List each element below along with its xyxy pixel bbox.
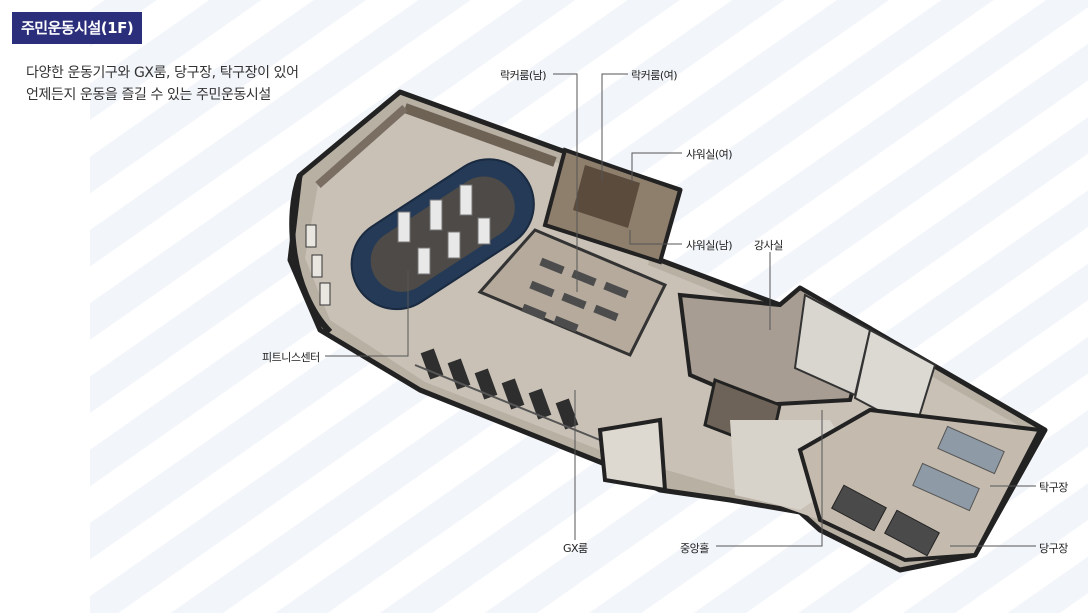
label-shower-male: 샤워실(남)	[686, 239, 733, 252]
gx-room	[477, 228, 668, 357]
description-line-2: 언제든지 운동을 즐길 수 있는 주민운동시설	[26, 87, 271, 103]
label-gx-room: GX룸	[563, 542, 588, 555]
label-shower-female: 샤워실(여)	[686, 148, 733, 161]
running-track	[350, 158, 535, 311]
description: 다양한 운동기구와 GX룸, 당구장, 탁구장이 있어 언제든지 운동을 즐길 …	[26, 62, 299, 106]
label-instructor-room: 강사실	[754, 239, 783, 252]
label-billiards: 당구장	[1039, 542, 1068, 555]
label-table-tennis: 탁구장	[1039, 481, 1068, 494]
label-fitness-center: 피트니스센터	[262, 351, 320, 364]
page-title: 주민운동시설(1F)	[12, 12, 143, 44]
label-locker-male: 락커룸(남)	[500, 69, 547, 82]
description-line-1: 다양한 운동기구와 GX룸, 당구장, 탁구장이 있어	[26, 65, 299, 81]
label-central-hall: 중앙홀	[680, 542, 709, 555]
label-locker-female: 락커룸(여)	[631, 69, 678, 82]
